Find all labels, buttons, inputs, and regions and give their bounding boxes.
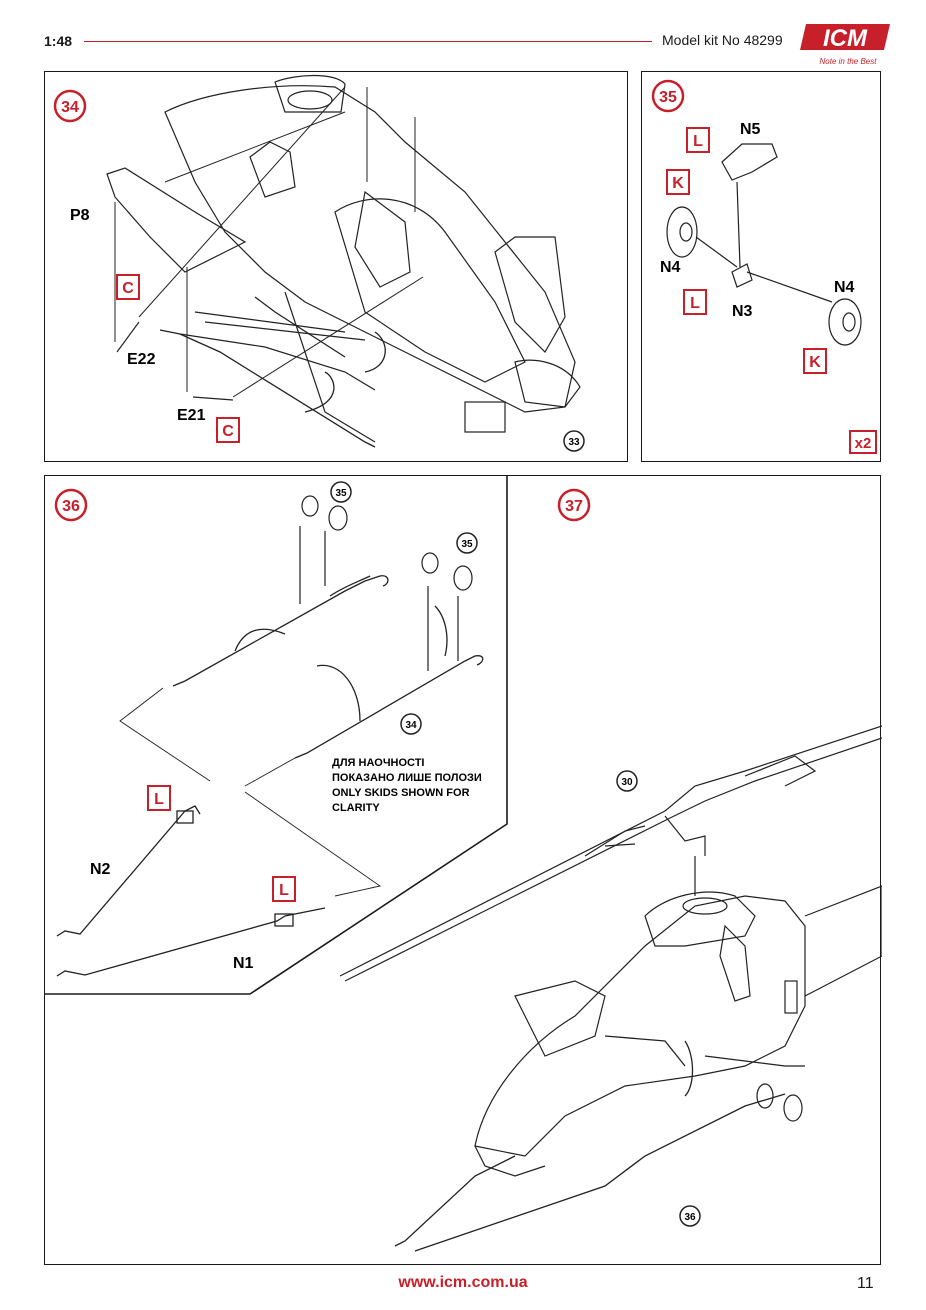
step-35-panel: 35 L N5 K N4 L N3 N4 K x2 [641,71,881,462]
brand-logo-mark: ICM Note in the Best [800,24,890,66]
part-n5-bracket [721,143,778,268]
skid-left [172,575,389,687]
ref-step-33-badge [563,430,585,452]
wheel-assembly-1 [299,495,348,604]
svg-text:K: K [672,175,684,192]
part-n1-strut [56,907,326,977]
brand-tagline: Note in the Best [820,57,878,66]
ref-step-35-a: 35 [335,488,347,499]
ref-step-36: 36 [684,1212,696,1223]
part-n4-label-1: N4 [660,259,681,276]
ref-step-36-badge [679,1205,701,1227]
note-line-3: ONLY SKIDS SHOWN FOR [332,787,470,799]
paint-code-l-1: L [686,127,710,153]
ref-step-35-b: 35 [461,539,473,550]
ref-step-30: 30 [621,777,633,788]
step-34-panel: 34 P8 E22 E21 [44,71,628,462]
wheel-assembly-3 [756,1083,803,1122]
part-n4-wheel-1 [666,206,738,268]
part-n3-label: N3 [732,303,753,320]
ref-step-30-badge [616,770,638,792]
part-n3-axle [731,263,833,303]
note-line-4: CLARITY [332,802,380,814]
ref-step-34-badge [400,713,422,735]
step-35-badge [651,79,685,113]
kit-number: Model kit No 48299 [662,32,783,48]
step-34-drawing: 34 P8 E22 E21 [53,74,585,452]
main-rotor [339,725,883,982]
assembly-arrows [114,86,424,398]
skids-assembled [394,1035,805,1252]
part-n1-label: N1 [233,955,254,972]
svg-text:x2: x2 [855,435,872,452]
ref-step-35-badge-2 [456,532,478,554]
paint-code-k-2: K [803,348,827,374]
paint-code-c-1: C [116,274,140,300]
helicopter-fuselage [164,74,581,443]
callout-lines [119,687,382,897]
svg-text:L: L [279,882,289,899]
helicopter-body-assembled [474,885,883,1177]
part-n5-label: N5 [740,121,761,138]
step-36-number: 36 [62,498,80,515]
part-e22-rod [116,321,140,353]
part-e21-label: E21 [177,407,206,424]
svg-text:K: K [809,354,821,371]
svg-text:L: L [690,295,700,312]
step-37-badge [557,488,591,522]
note-line-1: ДЛЯ НАОЧНОСТІ [332,757,425,769]
footer-url[interactable]: www.icm.com.ua [398,1274,528,1291]
part-n2-label: N2 [90,861,111,878]
svg-text:C: C [122,280,134,297]
wheel-assembly-2 [421,552,473,671]
step-34-badge [53,89,87,123]
svg-text:C: C [222,423,234,440]
step-35-number: 35 [659,89,677,106]
skid-right [294,605,484,759]
icm-logo: ICM Note in the Best [800,24,890,66]
part-p8-wing [106,167,247,273]
svg-text:L: L [154,791,164,808]
note-line-2: ПОКАЗАНО ЛИШЕ ПОЛОЗИ [332,772,482,784]
svg-text:L: L [693,133,703,150]
step-36-divider [45,476,508,995]
paint-code-l-3: L [147,785,171,811]
ref-step-35-badge-1 [330,481,352,503]
part-p8-label: P8 [70,207,90,224]
paint-code-c-2: C [216,417,240,443]
paint-code-k-1: K [666,169,690,195]
step-36-badge [54,488,88,522]
steps-36-37-panel: 36 35 35 34 ДЛЯ НАОЧНОСТІ ПОКАЗАНО ЛИШЕ … [44,475,883,1265]
paint-code-l-4: L [272,876,296,902]
step-36-37-drawing: 36 35 35 34 ДЛЯ НАОЧНОСТІ ПОКАЗАНО ЛИШЕ … [45,476,883,1252]
paint-code-l-2: L [683,289,707,315]
step-34-number: 34 [61,99,79,116]
landing-skids [159,296,386,448]
step-35-drawing: 35 L N5 K N4 L N3 N4 K x2 [651,79,877,454]
scale-label: 1:48 [44,33,73,49]
part-e22-label: E22 [127,351,156,368]
part-n4-wheel-2 [828,298,862,346]
part-n4-label-2: N4 [834,279,855,296]
step-37-number: 37 [565,498,583,515]
brand-name: ICM [823,25,868,52]
header-divider [84,41,652,42]
ref-step-34: 34 [405,720,417,731]
ref-step-33: 33 [568,437,580,448]
part-n2-strut [56,805,201,937]
quantity-badge: x2 [849,430,877,454]
part-e21-rod [192,396,234,401]
page-number: 11 [857,1275,874,1292]
